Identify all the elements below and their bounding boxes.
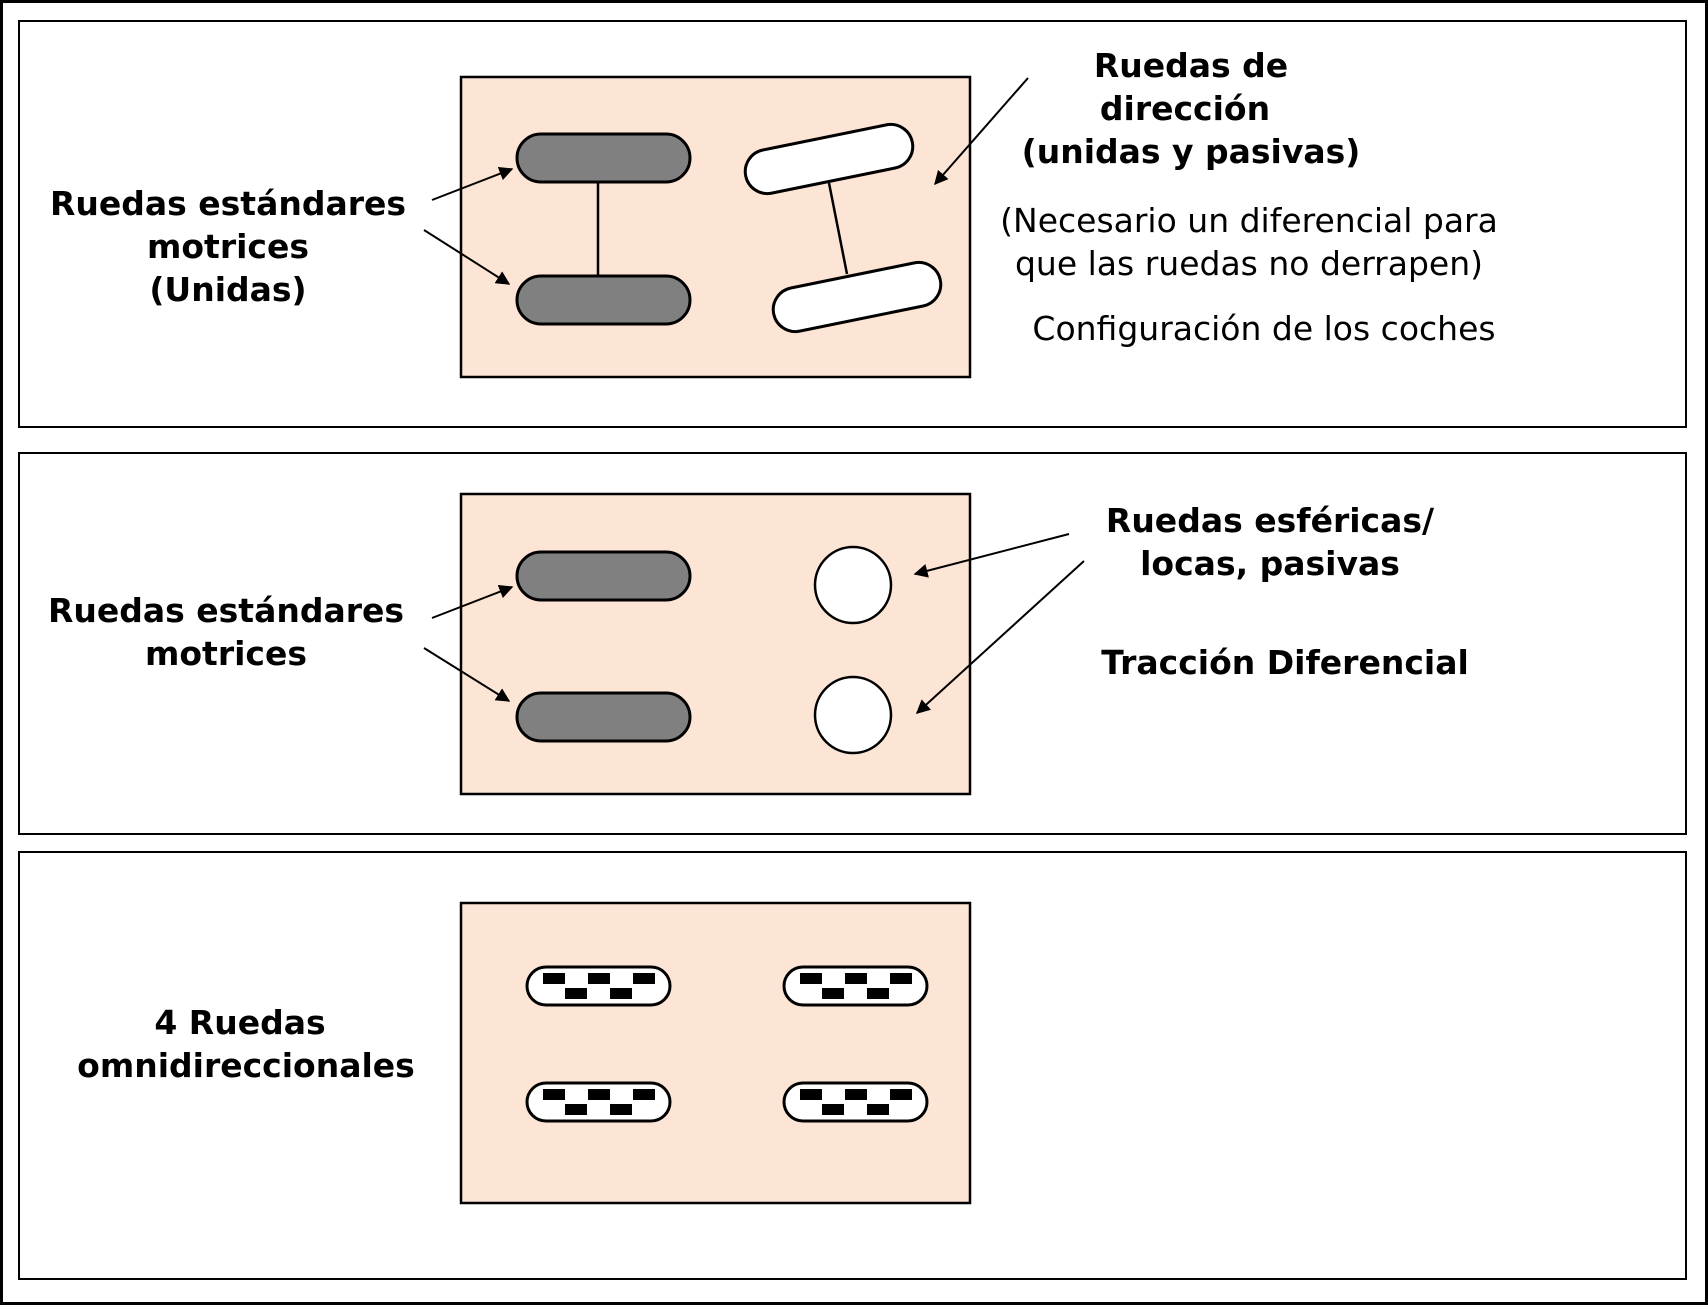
- left-label-line-2: omnidireccionales: [77, 1046, 415, 1085]
- left-label-line-3: (Unidas): [149, 270, 306, 309]
- arrow-right-top: [913, 533, 1070, 578]
- caster-title-line-2: locas, pasivas: [1140, 544, 1400, 583]
- left-label-line-1: 4 Ruedas: [154, 1003, 325, 1042]
- steering-title-line-2: dirección: [1100, 89, 1270, 128]
- left-label-line-2: motrices: [145, 634, 307, 673]
- caption-differential: Tracción Diferencial: [1101, 643, 1469, 682]
- left-label-line-1: Ruedas estándares: [48, 591, 404, 630]
- omni-wheel-top-left: [525, 965, 672, 1007]
- steering-title-line-3: (unidas y pasivas): [1022, 132, 1361, 171]
- panel-car-border: [18, 20, 1687, 428]
- panel-omni-border: [18, 851, 1687, 1280]
- caster-wheel-bottom: [813, 675, 893, 755]
- driven-wheel-top: [515, 132, 692, 184]
- caster-wheel-top: [813, 545, 893, 625]
- driven-wheel-top: [515, 550, 692, 602]
- driven-wheel-bottom: [515, 274, 692, 326]
- note-line-1: (Necesario un diferencial para: [1000, 201, 1498, 240]
- omni-wheel-bottom-right: [782, 1081, 929, 1123]
- steering-title-line-1: Ruedas de: [1094, 46, 1288, 85]
- chassis-car: [459, 75, 972, 379]
- steering-wheel-bottom: [771, 260, 943, 334]
- omni-wheel-top-right: [782, 965, 929, 1007]
- panel-differential: Ruedas estándares motrices Ruedas esféri…: [18, 452, 1687, 835]
- panel-differential-border: [18, 452, 1687, 835]
- chassis-omni: [459, 901, 972, 1205]
- caster-title-line-1: Ruedas esféricas/: [1106, 501, 1435, 540]
- note-line-2: que las ruedas no derrapen): [1015, 244, 1483, 283]
- driven-wheel-bottom: [515, 691, 692, 743]
- caption-car: Configuración de los coches: [1032, 309, 1495, 348]
- panel-car: Ruedas estándares motrices (Unidas) Rued…: [18, 20, 1687, 428]
- arrow-left-top: [431, 585, 514, 619]
- front-axle: [827, 182, 849, 275]
- arrow-right-bottom: [915, 560, 1085, 714]
- steering-wheel-top: [743, 122, 915, 196]
- chassis-differential: [459, 492, 972, 796]
- arrow-left-top: [431, 167, 514, 201]
- left-label-line-2: motrices: [147, 227, 309, 266]
- omni-wheel-bottom-left: [525, 1081, 672, 1123]
- panel-omni: 4 Ruedas omnidireccionales: [18, 851, 1687, 1280]
- left-label-line-1: Ruedas estándares: [50, 184, 406, 223]
- arrow-right: [934, 77, 1029, 186]
- arrow-left-bottom: [423, 647, 511, 702]
- arrow-left-bottom: [423, 229, 511, 285]
